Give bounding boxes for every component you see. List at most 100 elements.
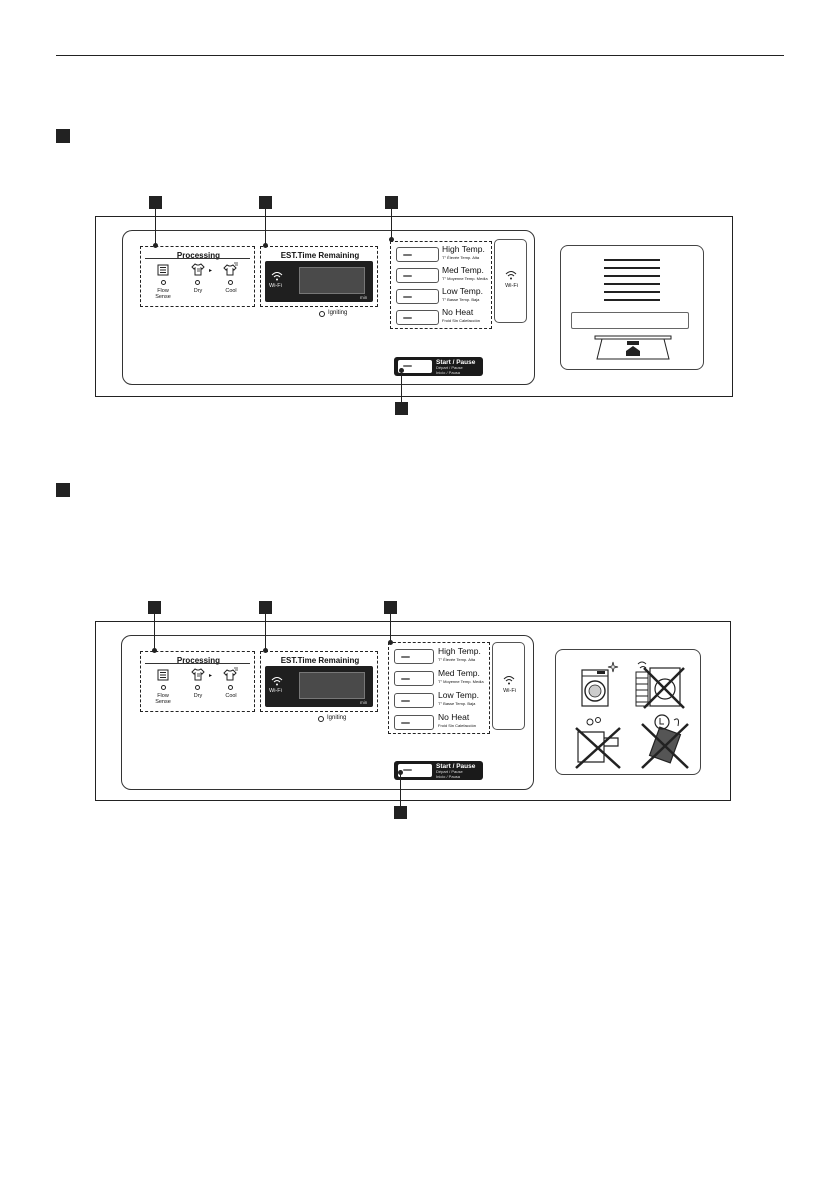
lcd-window xyxy=(299,672,365,699)
no-heat-label: No Heat xyxy=(442,307,474,317)
no-heat-sub: Froid Sin Calefacción xyxy=(442,318,481,323)
section-marker-icon xyxy=(56,129,70,143)
lcd-display: Wi-Fi min xyxy=(265,666,373,707)
start-pause-label: Start / Pause xyxy=(436,763,476,770)
med-temp-button[interactable] xyxy=(396,268,439,283)
arrow-icon: ▸ xyxy=(209,268,213,274)
callout-marker-2-icon xyxy=(259,196,272,209)
lines-icon xyxy=(157,669,169,681)
callout-marker-4-icon xyxy=(395,402,408,415)
leader-line-1 xyxy=(154,614,155,650)
start-pause-label: Start / Pause xyxy=(436,359,476,366)
start-pause-button[interactable]: Start / Pause Départ / Pause Inicio / Pa… xyxy=(394,761,483,780)
no-heat-button[interactable] xyxy=(396,310,439,325)
wifi-button[interactable]: Wi-Fi xyxy=(494,239,527,323)
temp-group: High Temp. T° Élevée Temp. Alta Med Temp… xyxy=(388,642,490,734)
callout-marker-2-icon xyxy=(259,601,272,614)
timer-group: EST.Time Remaining Wi-Fi min xyxy=(260,651,378,712)
wifi-button[interactable]: Wi-Fi xyxy=(492,642,525,730)
dryer-clean-icon xyxy=(581,661,619,707)
leader-dot-3 xyxy=(389,237,394,242)
med-temp-sub: T° Moyenne Temp. Media xyxy=(438,679,484,684)
leader-dot-4 xyxy=(398,770,403,775)
cool-led xyxy=(228,685,233,690)
no-heat-sub: Froid Sin Calefacción xyxy=(438,723,477,728)
dry-label: Dry xyxy=(193,288,203,294)
timer-title: EST.Time Remaining xyxy=(280,656,360,665)
section-marker-icon xyxy=(56,483,70,497)
flow-sense-led xyxy=(161,280,166,285)
leader-line-2 xyxy=(265,614,266,650)
cool-led xyxy=(228,280,233,285)
leader-line-4 xyxy=(400,772,401,806)
low-temp-sub: T° Basse Temp. Baja xyxy=(438,701,476,706)
header-rule xyxy=(56,55,784,56)
processing-title: Processing xyxy=(176,251,221,260)
med-temp-label: Med Temp. xyxy=(442,265,484,275)
med-temp-sub: T° Moyenne Temp. Media xyxy=(442,276,488,281)
high-temp-button[interactable] xyxy=(394,649,434,664)
leader-line-1 xyxy=(155,209,156,245)
lcd-min-label: min xyxy=(360,700,368,705)
temp-group: High Temp. T° Élevée Temp. Alta Med Temp… xyxy=(390,241,492,329)
leader-dot-2 xyxy=(263,648,268,653)
leader-dot-1 xyxy=(153,243,158,248)
low-temp-label: Low Temp. xyxy=(442,286,483,296)
high-temp-label: High Temp. xyxy=(442,244,485,254)
processing-divider xyxy=(145,258,250,259)
med-temp-button[interactable] xyxy=(394,671,434,686)
callout-marker-1-icon xyxy=(148,601,161,614)
wifi-button-label: Wi-Fi xyxy=(505,283,518,289)
lcd-window xyxy=(299,267,365,294)
wifi-icon xyxy=(271,677,283,686)
low-temp-button[interactable] xyxy=(394,693,434,708)
dry-led xyxy=(195,685,200,690)
flow-sense-led xyxy=(161,685,166,690)
igniting-label: Igniting xyxy=(328,310,348,316)
lint-line xyxy=(604,259,660,261)
start-pause-sub2: Inicio / Pausa xyxy=(436,773,461,779)
leader-dot-4 xyxy=(399,368,404,373)
no-heat-button[interactable] xyxy=(394,715,434,730)
shirt-fan-icon xyxy=(223,262,238,276)
callout-marker-4-icon xyxy=(394,806,407,819)
no-heat-source-icon xyxy=(575,717,621,769)
start-pause-button[interactable]: Start / Pause Départ / Pause Inicio / Pa… xyxy=(394,357,483,376)
high-temp-label: High Temp. xyxy=(438,646,481,656)
no-stacking-icon xyxy=(635,661,685,709)
timer-title: EST.Time Remaining xyxy=(280,251,360,260)
igniting-led xyxy=(318,716,324,722)
shirt-fan-icon xyxy=(223,667,238,681)
cool-label: Cool xyxy=(225,693,237,699)
igniting-led xyxy=(319,311,325,317)
callout-marker-3-icon xyxy=(384,601,397,614)
low-temp-button[interactable] xyxy=(396,289,439,304)
start-pause-sub2: Inicio / Pausa xyxy=(436,369,461,375)
lcd-wifi-label: Wi-Fi xyxy=(269,283,282,289)
lint-filter-label xyxy=(560,245,704,370)
leader-line-3 xyxy=(390,614,391,642)
no-flammable-icon xyxy=(641,714,689,769)
wifi-icon xyxy=(503,676,515,685)
arrow-icon: ▸ xyxy=(209,673,213,679)
leader-dot-2 xyxy=(263,243,268,248)
processing-divider xyxy=(145,663,250,664)
leader-line-4 xyxy=(401,370,402,402)
dry-label: Dry xyxy=(193,693,203,699)
low-temp-sub: T° Basse Temp. Baja xyxy=(442,297,480,302)
leader-line-3 xyxy=(391,209,392,239)
high-temp-button[interactable] xyxy=(396,247,439,262)
lcd-wifi-label: Wi-Fi xyxy=(269,688,282,694)
high-temp-sub: T° Élevée Temp. Alta xyxy=(442,255,480,260)
shirt-icon xyxy=(191,263,205,276)
lines-icon xyxy=(157,264,169,276)
warning-label xyxy=(555,649,701,775)
leader-line-2 xyxy=(265,209,266,245)
